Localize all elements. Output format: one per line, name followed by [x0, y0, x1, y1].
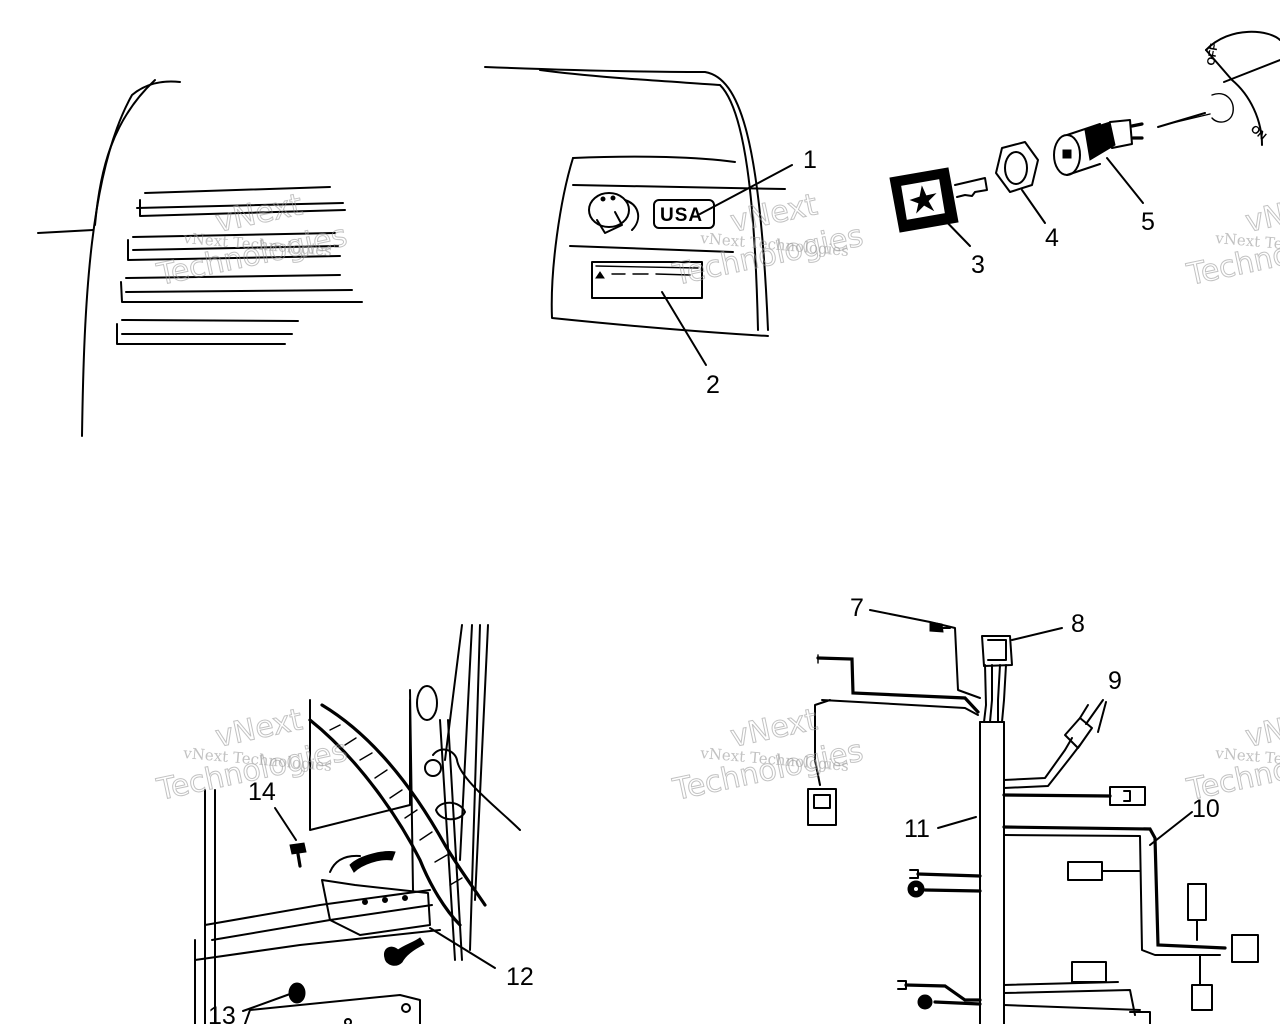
- watermark-text-top: vNext: [1242, 702, 1280, 755]
- watermark-text-top: vNext: [1242, 187, 1280, 240]
- leader-lines-bottom-right: [937, 699, 1193, 846]
- key-fob-icon: [889, 167, 988, 233]
- callout-5: 5: [1141, 208, 1155, 236]
- watermark-bottom-right: vNext Technologies vNext Technologies: [1183, 702, 1280, 809]
- hex-nut-icon: [995, 141, 1039, 193]
- frame-harness-bracket-assembly: [194, 624, 521, 1024]
- leader-lines-top: [661, 112, 1206, 366]
- watermark-top-center: vNext Technologies vNext Technologies: [669, 187, 867, 294]
- callout-13: 13: [208, 1002, 236, 1024]
- ignition-switch-icon: [1053, 119, 1144, 176]
- switch-face-plate: OFF ON: [1167, 30, 1280, 146]
- callout-7: 7: [850, 594, 864, 622]
- dash-panel: USA: [484, 66, 786, 337]
- switch-off-label: OFF: [1205, 43, 1221, 67]
- watermark-top-right: vNext Technologies vNext Technologies: [1183, 187, 1280, 294]
- callout-11: 11: [904, 815, 930, 843]
- callout-3: 3: [971, 251, 985, 279]
- usa-plate-label: USA: [660, 205, 703, 226]
- leader-lines-bottom-left: [242, 807, 496, 1012]
- callout-14: 14: [248, 778, 276, 806]
- panel-key-switch-icon: [588, 192, 640, 234]
- callout-2: 2: [706, 371, 720, 399]
- callout-1: 1: [803, 146, 817, 174]
- warning-decal: [591, 261, 703, 299]
- switch-on-label: ON: [1248, 123, 1268, 143]
- callout-4: 4: [1045, 224, 1059, 252]
- callout-9: 9: [1108, 667, 1122, 695]
- callout-labels: 1 2 3 4 5 7 8 9 10 11 12 13 14: [208, 146, 1220, 1024]
- callout-10: 10: [1192, 795, 1220, 823]
- wiring-harness: [807, 609, 1259, 1024]
- callout-8: 8: [1071, 610, 1085, 638]
- usa-plate: USA: [653, 199, 715, 229]
- callout-12: 12: [506, 963, 534, 991]
- hood-vent-panel: [37, 79, 363, 437]
